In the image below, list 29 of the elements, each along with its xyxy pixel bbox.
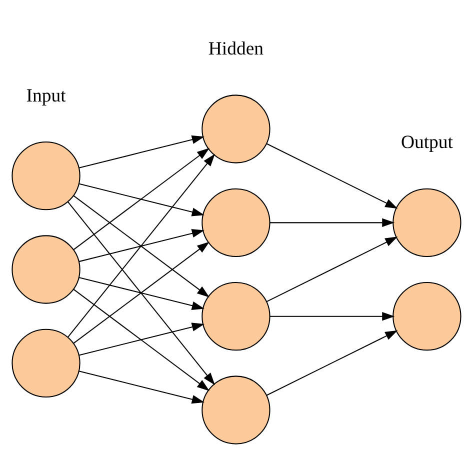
node-circle <box>392 188 462 257</box>
arrow <box>266 236 398 302</box>
node-circle <box>202 282 270 350</box>
node-circle <box>202 188 270 257</box>
arrow <box>78 134 204 168</box>
arrow <box>67 200 215 385</box>
node-circle <box>12 234 80 304</box>
arrow <box>78 370 204 404</box>
node-circle <box>202 94 270 163</box>
arrow <box>270 218 395 227</box>
arrow <box>67 153 215 338</box>
arrow <box>78 276 204 310</box>
label: Hidden <box>208 38 264 59</box>
arrow <box>78 322 204 356</box>
arrow <box>270 311 395 320</box>
arrow <box>73 148 210 250</box>
label: Input <box>26 84 66 106</box>
node-circle <box>392 282 462 350</box>
arrow <box>73 288 210 390</box>
arrow <box>73 194 210 297</box>
node-circle <box>202 375 270 444</box>
node-circle <box>12 140 80 210</box>
arrow <box>78 228 204 262</box>
node-circle <box>12 328 80 398</box>
arrow <box>266 142 398 208</box>
label: Output <box>400 132 453 153</box>
arrow <box>266 330 398 396</box>
arrow <box>73 241 210 344</box>
arrow <box>78 182 204 216</box>
